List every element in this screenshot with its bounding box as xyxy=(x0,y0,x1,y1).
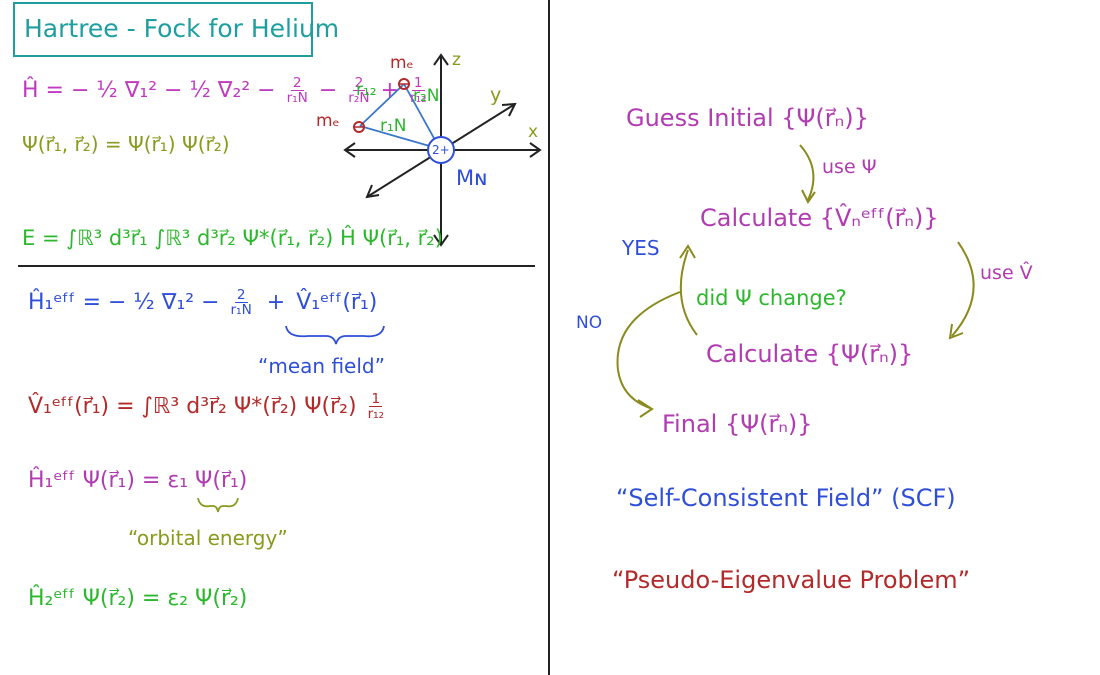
label-use-v: use V̂ xyxy=(980,262,1033,284)
title-box xyxy=(13,2,313,57)
nucleus xyxy=(427,136,455,164)
v-eff-term: V̂₁ᵉᶠᶠ(r⃗₁) xyxy=(296,289,378,315)
nucleus-charge: 2+ xyxy=(432,143,450,157)
axis-y-label: y xyxy=(490,84,502,106)
electron-top-label: mₑ xyxy=(390,53,414,73)
page-title: Hartree - Fock for Helium xyxy=(24,14,340,43)
hamiltonian-kinetic: − ½ ∇₁² − ½ ∇₂² − xyxy=(70,77,276,103)
mean-field-label: “mean field” xyxy=(258,354,385,378)
step-calculate-psi: Calculate {Ψ(r⃗ₙ)} xyxy=(706,340,914,368)
v-eff-lhs: V̂₁ᵉᶠᶠ(r⃗₁) = ∫ℝ³ d³r⃗₂ Ψ*(r⃗₂) Ψ(r⃗₂) xyxy=(28,393,357,419)
plus-sign: + xyxy=(380,77,399,103)
label-no: NO xyxy=(576,313,603,333)
electron-left xyxy=(353,121,365,133)
electron-top xyxy=(398,78,410,90)
label-use-psi: use Ψ xyxy=(822,156,877,178)
arrow-yes-loop xyxy=(679,249,698,336)
axis-x-label: x xyxy=(528,122,539,142)
step-final: Final {Ψ(r⃗ₙ)} xyxy=(662,410,813,438)
h-eff-lhs: Ĥ₁ᵉᶠᶠ = − ½ ∇₁² − xyxy=(28,289,220,315)
arrow-calc-v-to-calc-psi xyxy=(951,241,975,337)
eigen-equation-1: Ĥ₁ᵉᶠᶠ Ψ(r⃗₁) = ε₁ Ψ(r⃗₁) xyxy=(28,468,248,493)
label-yes: YES xyxy=(622,236,660,260)
orbital-energy-label: “orbital energy” xyxy=(128,526,288,550)
wavefunction-product: Ψ(r⃗₁, r⃗₂) = Ψ(r⃗₁) Ψ(r⃗₂) xyxy=(22,132,230,156)
v-eff-definition: V̂₁ᵉᶠᶠ(r⃗₁) = ∫ℝ³ d³r⃗₂ Ψ*(r⃗₂) Ψ(r⃗₂) 1… xyxy=(28,392,388,422)
energy-expectation: E = ∫ℝ³ d³r⃗₁ ∫ℝ³ d³r⃗₂ Ψ*(r⃗₁, r⃗₂) Ĥ Ψ… xyxy=(22,226,443,250)
flow-arrows xyxy=(616,144,975,418)
step-calculate-v: Calculate {V̂ₙᵉᶠᶠ(r⃗ₙ)} xyxy=(700,204,939,232)
brace-orbital-energy xyxy=(197,497,239,513)
electron-left-label: mₑ xyxy=(316,111,340,131)
arrow-guess-to-calc-v xyxy=(799,144,815,201)
minus-sign: − xyxy=(318,77,338,103)
r12-label: r₁₂ xyxy=(356,80,377,100)
axis-z-label: z xyxy=(452,50,461,70)
scf-label: “Self-Consistent Field” (SCF) xyxy=(616,484,956,512)
eigen-equation-2: Ĥ₂ᵉᶠᶠ Ψ(r⃗₂) = ε₂ Ψ(r⃗₂) xyxy=(28,586,248,611)
r1n-label: r₁N xyxy=(380,116,407,136)
hamiltonian-lhs: Ĥ = xyxy=(22,77,71,103)
question-did-psi-change: did Ψ change? xyxy=(696,286,847,310)
r2n-label: r₂N xyxy=(413,86,440,106)
pseudo-eigenvalue-label: “Pseudo-Eigenvalue Problem” xyxy=(612,566,971,594)
brace-mean-field xyxy=(285,325,385,345)
plus-sign-eff: + xyxy=(266,289,286,315)
nucleus-mass-label: Mɴ xyxy=(456,166,488,190)
arrow-no-to-final xyxy=(616,291,681,409)
step-guess-initial: Guess Initial {Ψ(r⃗ₙ)} xyxy=(626,104,869,132)
